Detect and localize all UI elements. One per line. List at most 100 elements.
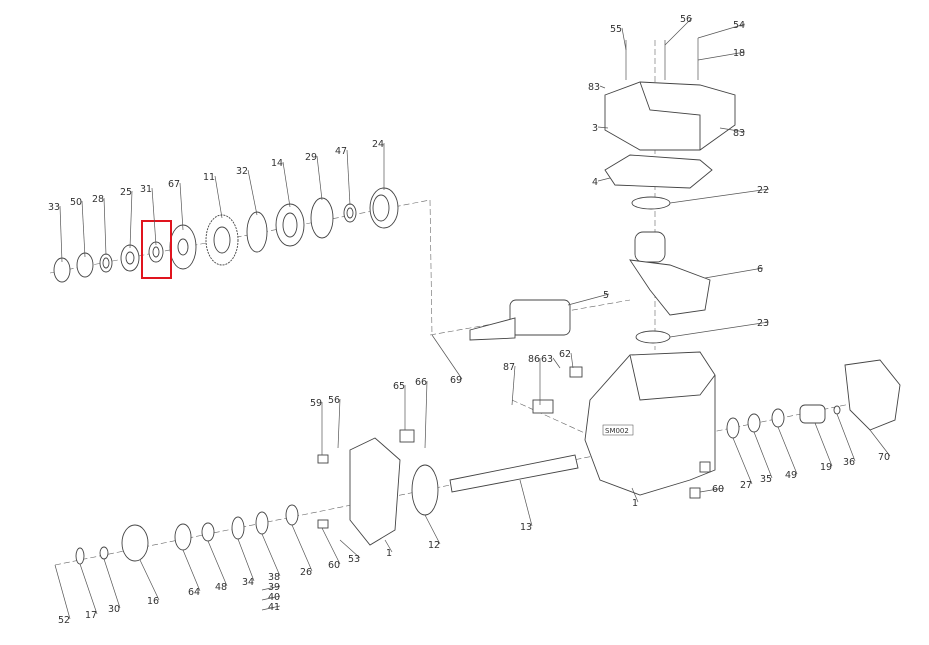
housing-marking: SM002 [605,427,629,435]
callout-label-38: 38 [268,572,280,583]
callout-leader-line [139,559,160,601]
callout-leader-line [599,85,606,89]
callout-label-67: 67 [168,179,180,190]
main-housing: SM002 [584,351,716,496]
callout-leader-line [699,487,725,493]
callout-label-39: 39 [268,582,280,593]
callout-label-17: 17 [85,610,97,621]
callout-leader-line [597,177,611,182]
callout-leader-line [431,334,463,380]
callout-label-56: 56 [680,14,692,25]
callout-leader-line [151,187,157,246]
callout-label-69: 69 [450,375,462,386]
callout-label-87: 87 [503,362,515,373]
callout-label-56: 56 [328,395,340,406]
callout-label-28: 28 [92,194,104,205]
callout-label-30: 30 [108,604,120,615]
callout-label-4: 4 [592,177,598,188]
callout-leader-line [182,549,201,592]
callout-label-83: 83 [588,82,600,93]
callout-leader-line [669,188,770,204]
callout-leader-line [567,293,610,306]
callout-label-40: 40 [268,592,280,603]
callout-label-26: 26 [300,567,312,578]
callout-leader-line [237,538,255,582]
callout-leader-line [664,17,693,46]
callout-label-52: 52 [58,615,70,626]
callout-leader-line [697,51,746,61]
callout-label-1: 1 [386,548,392,559]
highlight-box-part-31[interactable] [141,220,172,279]
callout-leader-line [214,175,223,219]
callout-label-34: 34 [242,577,254,588]
callout-label-24: 24 [372,139,384,150]
plate-axis [511,399,601,441]
top-cover [604,38,736,210]
callout-leader-line [261,605,281,611]
callout-label-55: 55 [610,24,622,35]
callout-leader-line [103,197,107,256]
right-parts [726,359,901,439]
callout-leader-line [814,422,833,467]
callout-label-83: 83 [733,128,745,139]
callout-leader-line [339,539,361,559]
callout-leader-line [519,479,533,527]
callout-leader-line [621,27,627,51]
callout-leader-line [79,563,98,615]
callout-label-54: 54 [733,20,745,31]
callout-leader-line [261,533,281,577]
callout-leader-line [511,365,516,406]
callout-label-25: 25 [120,187,132,198]
callout-leader-line [697,23,746,39]
callout-leader-line [570,352,574,369]
callout-label-50: 50 [70,197,82,208]
callout-label-18: 18 [733,48,745,59]
callout-leader-line [424,514,441,545]
callout-leader-line [179,182,184,231]
callout-label-70: 70 [878,452,890,463]
callout-leader-line [59,205,63,263]
callout-leader-line [552,357,561,369]
callout-leader-line [346,149,351,206]
callout-leader-line [316,155,323,201]
callout-leader-line [597,126,609,129]
callout-label-3: 3 [592,123,598,134]
callout-label-13: 13 [520,522,532,533]
callout-label-33: 33 [48,202,60,213]
callout-label-6: 6 [757,264,763,275]
callout-label-41: 41 [268,602,280,613]
callout-label-1: 1 [632,498,638,509]
callout-label-63: 63 [541,354,553,365]
callout-leader-line [732,437,753,485]
callout-label-22: 22 [757,185,769,196]
callout-label-53: 53 [348,554,360,565]
axis-connector [429,199,433,336]
callout-label-59: 59 [310,398,322,409]
callout-leader-line [261,585,281,591]
callout-label-86: 86 [528,354,540,365]
shift-housing [469,231,711,344]
callout-leader-line [321,527,341,565]
callout-leader-line [247,169,258,216]
callout-leader-line [631,487,639,503]
callout-leader-line [81,200,86,258]
callout-label-60: 60 [712,484,724,495]
callout-label-49: 49 [785,470,797,481]
callout-leader-line [129,190,133,249]
callout-label-32: 32 [236,166,248,177]
callout-leader-line [424,380,428,449]
callout-label-62: 62 [559,349,571,360]
callout-label-60: 60 [328,560,340,571]
callout-leader-line [103,558,121,609]
callout-label-5: 5 [603,290,609,301]
callout-label-35: 35 [760,474,772,485]
callout-label-48: 48 [215,582,227,593]
callout-leader-line [753,431,773,479]
callout-leader-line [54,564,71,620]
callout-label-12: 12 [428,540,440,551]
callout-label-29: 29 [305,152,317,163]
callout-leader-line [337,398,341,449]
